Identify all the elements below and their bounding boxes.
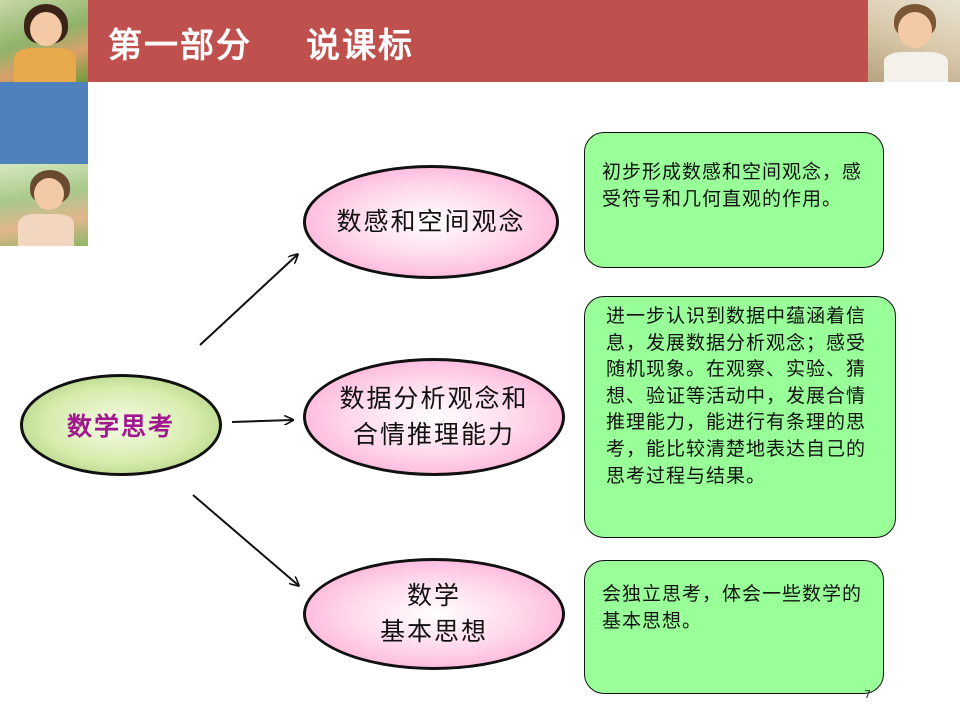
header-bar	[88, 0, 868, 82]
description-2-text: 进一步认识到数据中蕴涵着信息，发展数据分析观念；感受随机现象。在观察、实验、猜想…	[606, 305, 867, 487]
branch-3-label-line-1: 数学	[406, 580, 461, 610]
branch-1-label: 数感和空间观念	[336, 206, 526, 236]
branch-2-label-line-1: 数据分析观念和	[339, 383, 529, 413]
center-node-math-thinking: 数学思考	[20, 374, 222, 476]
title-part: 第一部分	[108, 26, 252, 66]
arrow-to-branch-3	[192, 494, 298, 585]
title-topic: 说课标	[306, 26, 414, 66]
girl-photo-top-left	[0, 0, 88, 82]
girl-photo-left	[0, 164, 88, 246]
child-photo-top-right	[868, 0, 960, 82]
description-1-text: 初步形成数感和空间观念，感受符号和几何直观的作用。	[602, 161, 863, 210]
arrow-to-branch-1	[199, 255, 297, 346]
description-box-data-analysis: 进一步认识到数据中蕴涵着信息，发展数据分析观念；感受随机现象。在观察、实验、猜想…	[584, 296, 896, 538]
slide-title: 第一部分 说课标	[108, 18, 414, 68]
arrow-to-branch-2	[231, 420, 292, 422]
description-box-number-sense: 初步形成数感和空间观念，感受符号和几何直观的作用。	[584, 132, 884, 268]
branch-oval-data-analysis: 数据分析观念和 合情推理能力	[303, 358, 565, 476]
branch-oval-basic-ideas: 数学 基本思想	[303, 558, 565, 670]
decorative-blue-block	[0, 82, 88, 164]
branch-3-label-line-2: 基本思想	[379, 617, 488, 646]
description-box-basic-ideas: 会独立思考，体会一些数学的基本思想。	[584, 560, 884, 694]
page-number: 7	[864, 688, 871, 701]
center-node-label: 数学思考	[66, 412, 175, 441]
branch-2-label-line-2: 合情推理能力	[352, 420, 515, 449]
branch-oval-number-sense: 数感和空间观念	[303, 165, 559, 279]
description-3-text: 会独立思考，体会一些数学的基本思想。	[602, 583, 863, 632]
